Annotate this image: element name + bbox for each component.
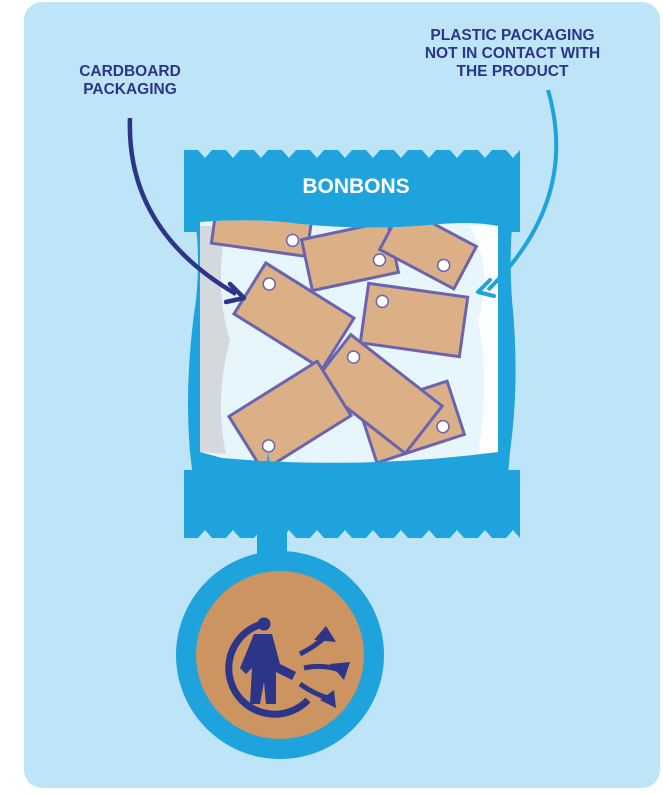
triman-recycling-icon [225,617,350,718]
cardboard-piece [226,359,354,463]
bag-window-shine-right [470,226,498,454]
cardboard-piece [231,260,357,372]
cardboard-label-line: PACKAGING [83,81,177,98]
cardboard-packaging-label: CARDBOARD PACKAGING [55,63,205,99]
plastic-arrowhead [476,278,496,298]
plastic-packaging-label: PLASTIC PACKAGING NOT IN CONTACT WITH TH… [385,27,640,81]
magnifier-pointer [258,452,286,545]
plastic-arrow [486,89,559,292]
bag-window-shine-left [200,226,230,454]
bag-bottom-crimp [184,470,520,538]
cardboard-piece [209,220,315,259]
cardboard-label-line: CARDBOARD [79,63,181,80]
cardboard-piece [358,281,470,359]
cardboard-arrow [127,117,238,296]
cardboard-piece [377,220,479,291]
plastic-label-line: PLASTIC PACKAGING [430,27,595,44]
cardboard-arrowhead [223,281,247,305]
plastic-label-line: THE PRODUCT [456,63,569,80]
cardboard-pieces [209,220,479,463]
plastic-label-line: NOT IN CONTACT WITH [424,45,601,62]
bag-title: BONBONS [302,175,410,198]
cardboard-piece [299,220,401,293]
cardboard-piece [311,332,445,456]
